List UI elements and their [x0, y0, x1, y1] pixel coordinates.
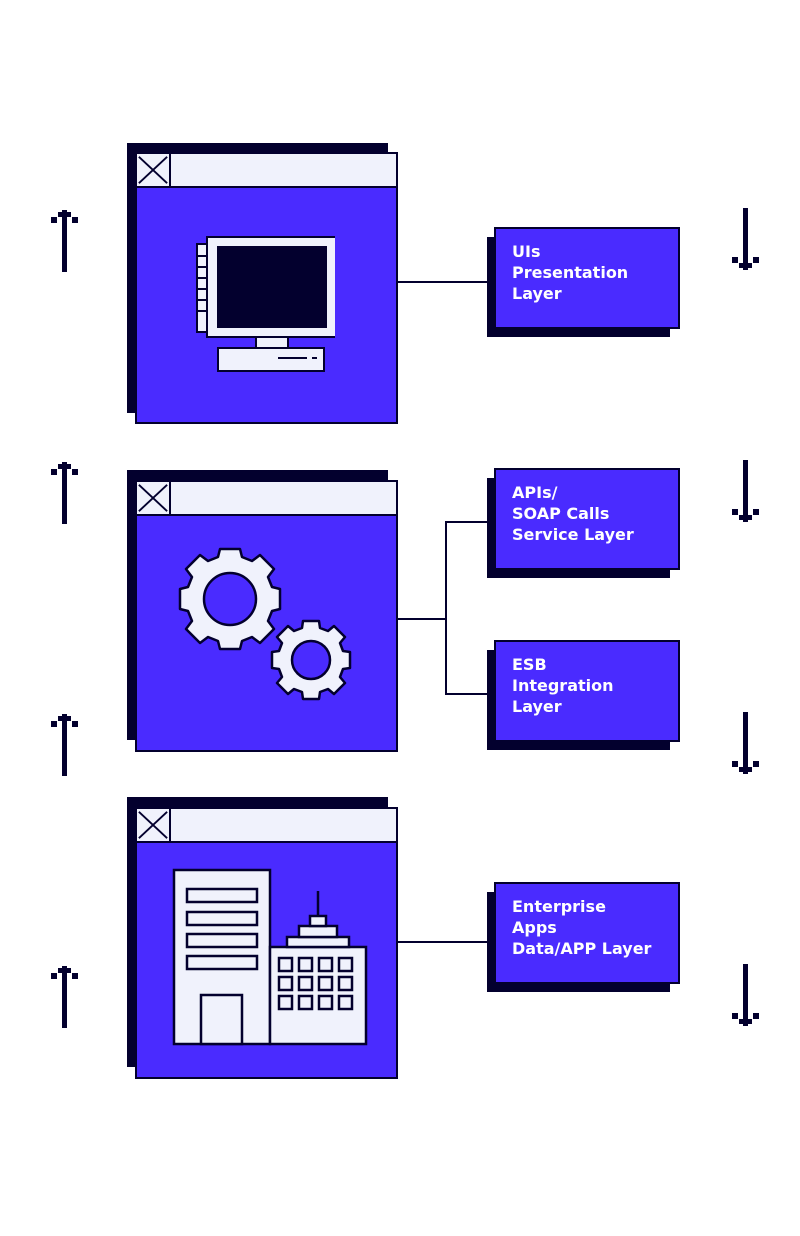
down-arrow-icon: [732, 712, 759, 774]
layer-label: Service Layer: [512, 525, 634, 544]
office-buildings-icon: [172, 868, 368, 1046]
close-icon: [138, 154, 171, 186]
layer-label: Apps: [512, 918, 557, 937]
down-arrow-icon: [732, 964, 759, 1026]
up-arrow-icon: [51, 210, 78, 272]
down-arrow-icon: [732, 208, 759, 270]
layer-label: UIs: [512, 242, 541, 261]
close-icon: [138, 482, 171, 514]
connector-line: [398, 281, 494, 283]
window-title-bar: [137, 154, 396, 188]
layer-label: Layer: [512, 284, 562, 303]
window-services: [135, 480, 398, 752]
layer-label: Data/APP Layer: [512, 939, 652, 958]
up-arrow-icon: [51, 714, 78, 776]
connector-line: [445, 521, 447, 695]
layer-box-presentation: UIs Presentation Layer: [494, 227, 680, 329]
connector-line: [398, 618, 446, 620]
layer-box-service: APIs/ SOAP Calls Service Layer: [494, 468, 680, 570]
down-arrow-icon: [732, 460, 759, 522]
connector-line: [445, 693, 494, 695]
layer-label: ESB: [512, 655, 547, 674]
window-presentation: [135, 152, 398, 424]
layer-label: Layer: [512, 697, 562, 716]
window-title-bar: [137, 809, 396, 843]
window-title-bar: [137, 482, 396, 516]
layer-box-data-app: Enterprise Apps Data/APP Layer: [494, 882, 680, 984]
computer-monitor-icon: [196, 236, 335, 372]
layer-label: Enterprise: [512, 897, 606, 916]
connector-line: [445, 521, 494, 523]
window-enterprise: [135, 807, 398, 1079]
up-arrow-icon: [51, 462, 78, 524]
layer-label: Integration: [512, 676, 614, 695]
layer-box-integration: ESB Integration Layer: [494, 640, 680, 742]
layer-label: SOAP Calls: [512, 504, 610, 523]
gears-icon: [178, 547, 352, 701]
up-arrow-icon: [51, 966, 78, 1028]
layer-label: Presentation: [512, 263, 629, 282]
close-icon: [138, 809, 171, 841]
connector-line: [398, 941, 494, 943]
layer-label: APIs/: [512, 483, 558, 502]
